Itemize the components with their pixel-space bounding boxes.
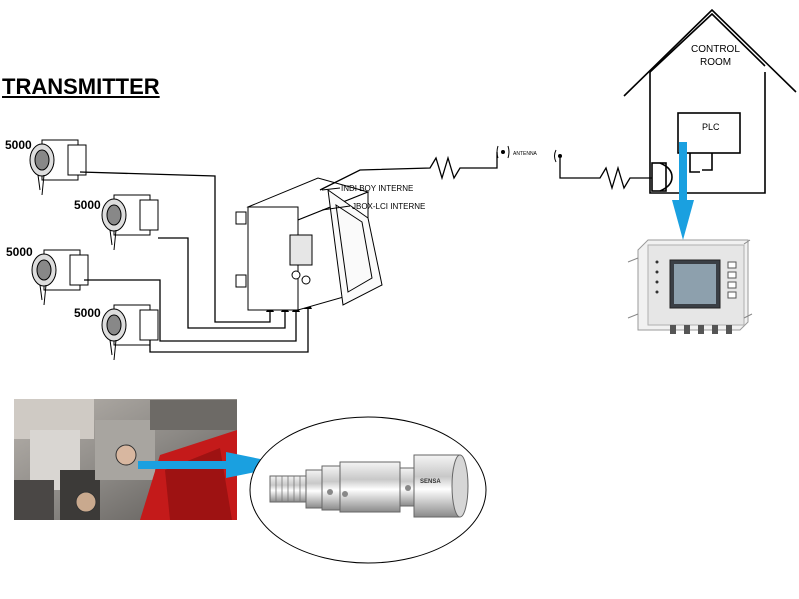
sensor-brand-label: SENSA (420, 479, 441, 485)
antenna-icon (496, 145, 510, 159)
load-cell-1-label: 5000 (5, 138, 32, 152)
load-cell-3-label: 5000 (6, 245, 33, 259)
junction-box-label-2: JBOX-LCI INTERNE (352, 202, 425, 211)
load-cell-1 (29, 139, 87, 196)
load-cell-3 (31, 249, 89, 306)
load-cell-2-label: 5000 (74, 198, 101, 212)
page-title: TRANSMITTER (2, 74, 160, 99)
load-cell-4 (101, 304, 159, 361)
plc-to-display-arrow (672, 142, 694, 240)
junction-box (235, 177, 383, 311)
control-room-line-2: ROOM (700, 57, 731, 68)
control-room-house (623, 8, 797, 194)
sensor-closeup (249, 416, 487, 564)
wireless-link-right (559, 158, 652, 191)
load-cell-4-label: 5000 (74, 306, 101, 320)
installation-photo (14, 399, 237, 520)
wireless-link-left (319, 152, 498, 191)
box-label-leader (321, 187, 351, 211)
load-cell-2 (101, 194, 159, 251)
antenna-label: ANTENNA (513, 151, 538, 157)
plc-label: PLC (702, 122, 720, 132)
control-room-line-1: CONTROL (691, 44, 740, 55)
load-cell-cables (79, 171, 309, 353)
display-unit (627, 239, 753, 334)
junction-box-label-1: INDI BOY INTERNE (341, 184, 413, 193)
receiver-antenna-icon (554, 149, 562, 163)
